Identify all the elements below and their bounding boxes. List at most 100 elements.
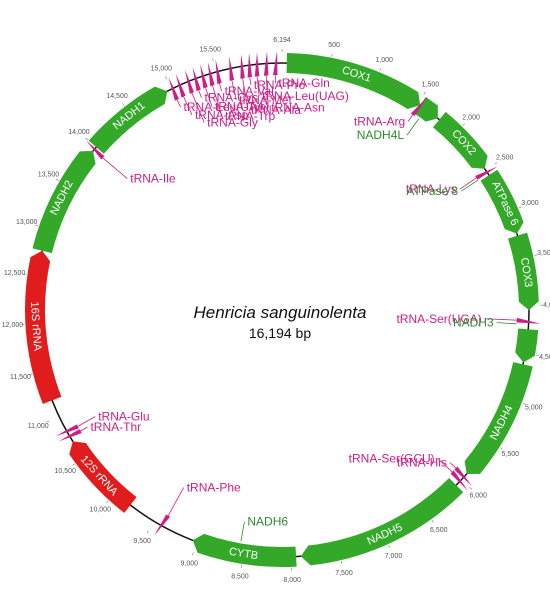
tick-mark: [462, 123, 466, 127]
trna-marker-trna-tyr: [200, 64, 208, 89]
gene-16s-rrna: [25, 250, 62, 405]
tick-mark: [534, 254, 538, 256]
leader-line: [242, 78, 249, 110]
genome-length: 16,194 bp: [249, 325, 311, 341]
gene-label-cytb: CYTB: [228, 546, 259, 562]
trna-marker-trna-ser-uga: [516, 317, 541, 324]
outer_labels-2: NADH3: [453, 316, 494, 330]
trna-marker-trna-pro: [247, 53, 253, 78]
trnas-19: tRNA-Leu(UAG): [262, 89, 349, 103]
tick-label: 5,500: [502, 451, 520, 458]
trna-marker-trna-trp: [207, 61, 215, 87]
tick-label: 500: [328, 42, 340, 49]
trna-marker-trna-gly: [185, 69, 195, 94]
leader-line: [459, 177, 477, 190]
tick-label: 11,500: [10, 374, 31, 381]
leader-line: [198, 90, 202, 98]
tick-label: 11,000: [28, 423, 49, 430]
tick-mark: [85, 137, 89, 141]
gene-nadh1: [88, 86, 168, 154]
trnas-16: tRNA-Met: [239, 93, 292, 107]
tick-label: 13,500: [38, 172, 60, 179]
gene-cytb: [192, 533, 297, 567]
trna-marker-trna-ala: [240, 54, 245, 79]
leader-line: [460, 179, 479, 192]
tick-mark: [431, 519, 434, 523]
tick-mark: [494, 162, 498, 165]
tick-mark: [146, 530, 149, 534]
tick-label: 12,000: [2, 322, 24, 329]
trnas-8: tRNA-Ile: [130, 172, 176, 186]
tick-mark: [122, 103, 125, 106]
gene-label-16s-rrna: 16S rRNA: [28, 301, 43, 352]
trnas-7: tRNA-Glu: [98, 409, 149, 423]
tick-mark: [35, 224, 39, 227]
leader-line: [77, 416, 96, 427]
tick-label: 9,500: [133, 538, 151, 545]
gene-cox1: [286, 53, 421, 110]
tick-label: 7,500: [335, 570, 353, 577]
tick-mark: [535, 354, 540, 356]
tick-label: 6,500: [430, 527, 448, 534]
tick-mark: [165, 76, 167, 80]
trnas-17: tRNA-Ala: [251, 103, 301, 117]
gene-cox2: [432, 111, 488, 169]
gene-cox3: [507, 232, 539, 311]
tick-label: 7,000: [385, 553, 403, 560]
leader-line: [102, 157, 128, 179]
trna-markers: tRNA-ArgtRNA-LystRNA-Ser(UGA)tRNA-HistRN…: [55, 51, 541, 536]
trna-marker-trna-leu-uag: [254, 52, 260, 77]
trnas-2: tRNA-Ser(UGA): [396, 312, 481, 326]
gene-segment-1: [414, 96, 438, 122]
trnas-5: tRNA-Phe: [187, 481, 241, 495]
trnas-3: tRNA-His: [397, 456, 447, 470]
trna-marker-trna-glu: [55, 424, 79, 437]
trnas-21: tRNA-Gln: [278, 76, 329, 90]
leader-line: [437, 457, 453, 473]
leader-line: [231, 80, 237, 101]
tick-mark: [499, 447, 503, 450]
leader-line: [496, 322, 517, 325]
trnas-13: tRNA-Tyr: [215, 100, 264, 114]
tick-mark: [379, 68, 382, 72]
tick-mark: [518, 206, 522, 209]
trna-marker-trna-met: [229, 56, 235, 81]
gene-12s-rrna: [69, 441, 137, 513]
tick-label: 4,500: [539, 354, 550, 361]
tick-label: 15,000: [151, 65, 173, 72]
leader-line: [449, 462, 457, 469]
tick-mark: [46, 420, 50, 423]
tick-label: 6,194: [273, 37, 291, 44]
outer_labels-1: ATPase 8: [406, 184, 458, 198]
leader-line: [484, 318, 517, 321]
tick-mark: [212, 58, 214, 62]
outer_labels-3: NADH6: [247, 515, 288, 529]
tick-mark: [423, 91, 426, 95]
tick-label: 3,500: [537, 250, 550, 257]
tick-label: 14,500: [106, 93, 128, 100]
trna-marker-trna-ile: [86, 140, 105, 160]
leader-line: [80, 426, 88, 432]
gene-nadh4: [464, 362, 533, 475]
trnas-4: tRNA-Ser(GCU): [349, 451, 435, 465]
trnas-20: tRNA-Asn: [271, 100, 324, 114]
tick-label: 3,000: [521, 200, 539, 207]
leader-line: [407, 114, 414, 122]
trnas-0: tRNA-Arg: [354, 114, 405, 128]
leader-line: [183, 96, 193, 115]
leader-line: [167, 487, 185, 516]
trnas-14: tRNA-Trp: [225, 109, 276, 123]
outer_labels-0: NADH4L: [357, 128, 405, 142]
trnas-9: tRNA-Leu(UAA): [184, 100, 269, 114]
tick-label: 15,500: [199, 47, 221, 54]
gene-atpase-6: [480, 169, 524, 234]
tick-mark: [340, 561, 343, 565]
leader-line: [265, 75, 269, 108]
trna-marker-trna-his: [454, 466, 472, 487]
tick-label: 1,000: [375, 57, 393, 64]
tick-label: 13,000: [16, 219, 38, 226]
tick-mark: [469, 486, 472, 490]
tick-mark: [522, 402, 526, 405]
